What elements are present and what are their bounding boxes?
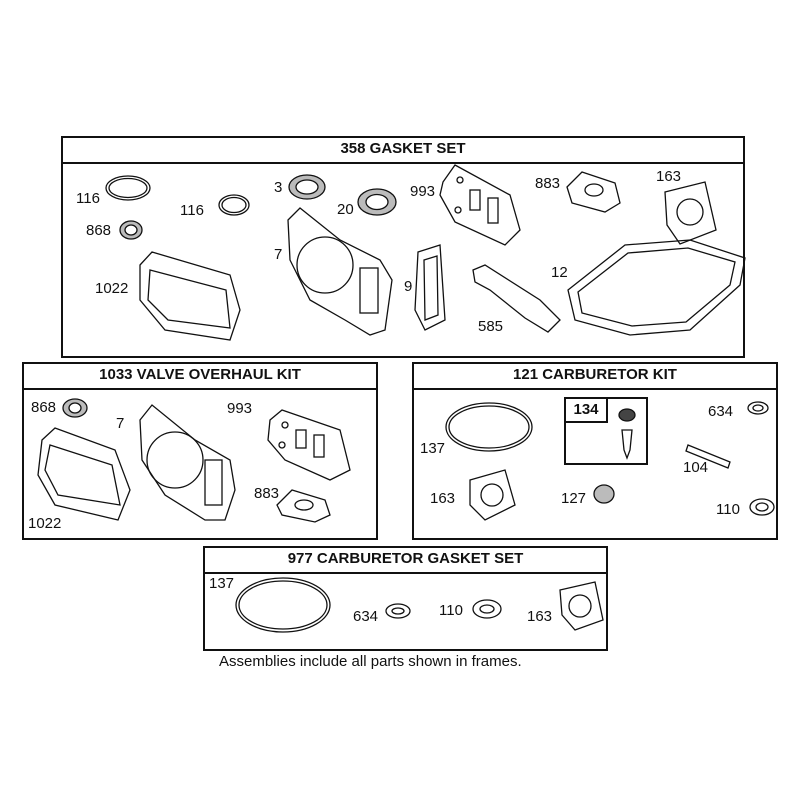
part-1022-gasket: [139, 251, 241, 341]
label-883: 883: [535, 175, 561, 192]
ck-part-127: [593, 484, 615, 504]
frame-carb-gasket-set-title: 977 CARBURETOR GASKET SET: [205, 548, 606, 574]
label-137: 137: [209, 575, 235, 592]
ck-part-134-seat: [618, 408, 636, 422]
footnote: Assemblies include all parts shown in fr…: [219, 653, 522, 670]
label-12: 12: [551, 264, 568, 281]
label-993: 993: [410, 183, 436, 200]
part-9-gasket: [414, 244, 446, 331]
label-883: 883: [254, 485, 280, 502]
vk-part-883: [276, 489, 331, 523]
ck-part-104: [685, 444, 731, 469]
ck-part-137: [445, 402, 533, 452]
label-127: 127: [561, 490, 587, 507]
frame-valve-kit: 1033 VALVE OVERHAUL KIT: [22, 362, 378, 540]
vk-part-993: [267, 409, 351, 481]
frame-carb-kit-inset: 134: [564, 397, 648, 465]
part-116-oring-a-inner: [108, 177, 148, 199]
cg-part-137: [235, 577, 331, 633]
label-7: 7: [116, 415, 125, 432]
frame-carb-kit-title: 121 CARBURETOR KIT: [414, 364, 776, 390]
label-104: 104: [683, 459, 709, 476]
frame-carb-gasket-set: 977 CARBURETOR GASKET SET: [203, 546, 608, 651]
ck-part-134-needle: [621, 429, 633, 460]
part-993-gasket: [439, 164, 521, 246]
cg-part-634: [385, 603, 411, 619]
part-585-gasket: [472, 264, 561, 333]
label-1022: 1022: [28, 515, 62, 532]
part-116-oring-b-inner: [221, 196, 247, 214]
part-12-gasket: [567, 239, 746, 336]
label-868: 868: [31, 399, 57, 416]
label-137: 137: [420, 440, 446, 457]
label-163: 163: [527, 608, 553, 625]
ck-part-634: [747, 401, 769, 415]
cg-part-163: [559, 581, 604, 631]
ck-part-163: [469, 469, 516, 521]
label-3: 3: [274, 179, 283, 196]
part-7-head-gasket: [287, 207, 393, 336]
label-110: 110: [716, 501, 740, 518]
part-883-gasket: [566, 171, 621, 213]
frame-gasket-set-title: 358 GASKET SET: [63, 138, 743, 164]
frame-gasket-set: 358 GASKET SET: [61, 136, 745, 358]
label-163: 163: [430, 490, 456, 507]
label-993: 993: [227, 400, 253, 417]
label-116: 116: [180, 202, 204, 219]
part-163-gasket: [664, 181, 717, 245]
part-116-oring-b: [218, 194, 250, 216]
cg-part-110: [472, 599, 502, 619]
ck-part-110: [749, 498, 775, 516]
label-868: 868: [86, 222, 112, 239]
label-20: 20: [337, 201, 354, 218]
label-634: 634: [708, 403, 734, 420]
frame-carb-kit: 121 CARBURETOR KIT: [412, 362, 778, 540]
label-116: 116: [76, 190, 100, 207]
label-9: 9: [404, 278, 413, 295]
label-110: 110: [439, 602, 463, 619]
label-634: 634: [353, 608, 379, 625]
frame-valve-kit-title: 1033 VALVE OVERHAUL KIT: [24, 364, 376, 390]
vk-part-1022: [37, 427, 131, 521]
label-7: 7: [274, 246, 283, 263]
label-585: 585: [478, 318, 504, 335]
inset-label: 134: [566, 399, 608, 423]
label-163: 163: [656, 168, 682, 185]
part-116-oring-a: [105, 175, 151, 201]
label-1022: 1022: [95, 280, 129, 297]
